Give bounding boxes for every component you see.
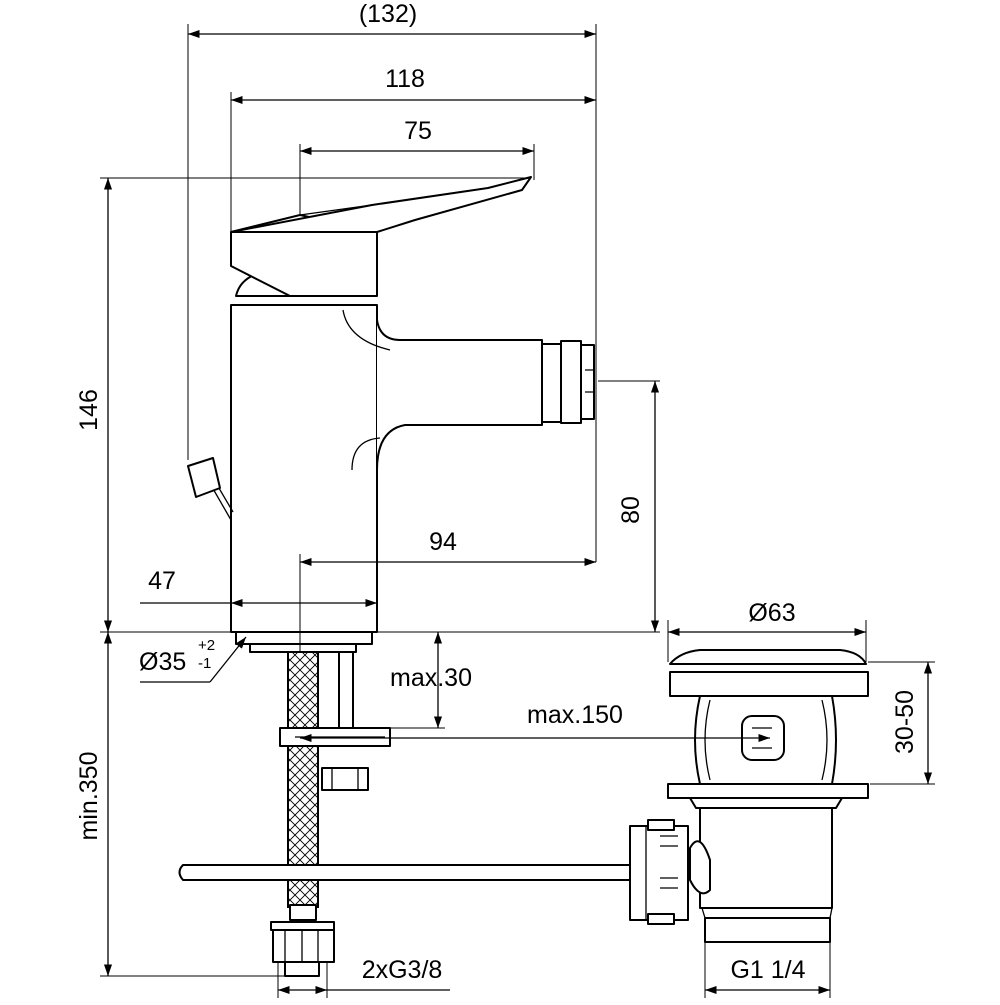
popup-rod [178, 864, 641, 881]
waste-diameter-label: Ø63 [748, 599, 795, 627]
waste-thread-label: G1 1/4 [730, 956, 805, 984]
tap-hole-tolerance-upper: +2 [198, 637, 215, 654]
outlet-height-label: 80 [617, 496, 645, 524]
mixer-lever [230, 176, 532, 297]
dimension-lines [103, 29, 933, 995]
waste-assembly [629, 649, 869, 943]
popup-rod-length-label: max.150 [527, 701, 623, 729]
waste-range-label: 30-50 [891, 690, 919, 754]
projection-label: 94 [429, 528, 457, 556]
hose-connection-label: 2xG3/8 [362, 956, 443, 984]
mixer-body [230, 304, 595, 633]
dimension-labels: (132) 118 75 146 80 94 47 Ø35 +2 -1 max.… [75, 0, 919, 984]
popup-knob [187, 457, 234, 521]
spout-reach-label: 118 [385, 65, 425, 93]
height-label: 146 [75, 389, 103, 431]
deck-thickness-label: max.30 [390, 664, 472, 692]
deck-fixing [235, 631, 391, 977]
tap-hole-tolerance-lower: -1 [198, 655, 211, 672]
extension-lines [100, 24, 935, 998]
body-depth-label: 47 [148, 567, 176, 595]
tap-hole-label: Ø35 [139, 648, 186, 676]
hose-length-label: min.350 [75, 752, 103, 841]
overall-width-label: (132) [359, 0, 417, 28]
lever-length-label: 75 [404, 117, 432, 145]
